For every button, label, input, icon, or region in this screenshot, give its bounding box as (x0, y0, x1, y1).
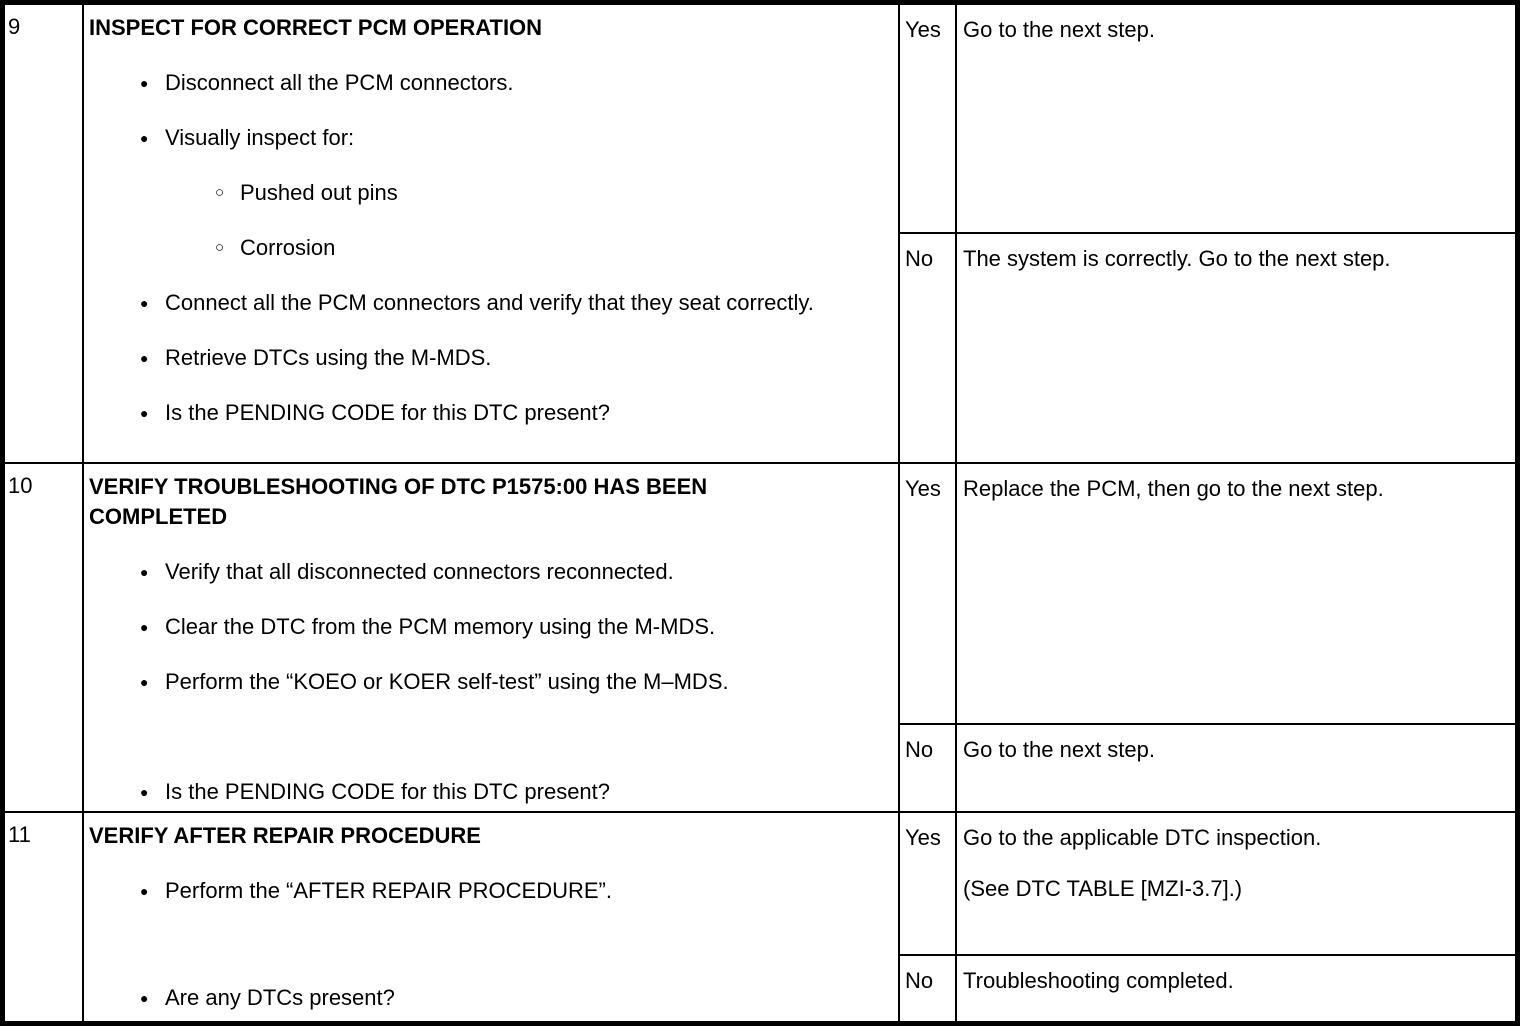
step-row-11: 11 VERIFY AFTER REPAIR PROCEDURE ● Perfo… (5, 811, 1515, 1021)
step-number-cell: 9 (5, 5, 84, 462)
step-number-cell: 10 (5, 464, 84, 811)
yes-action-text: Go to the next step. (963, 17, 1156, 42)
list-item: ● Visually inspect for: (89, 123, 894, 153)
step-row-9: 9 INSPECT FOR CORRECT PCM OPERATION ● Di… (5, 5, 1515, 462)
yes-label-cell: Yes (900, 464, 957, 723)
no-action-text: Go to the next step. (963, 737, 1156, 762)
inspection-cell: INSPECT FOR CORRECT PCM OPERATION ● Disc… (84, 5, 900, 462)
inspection-title: VERIFY TROUBLESHOOTING OF DTC P1575:00 H… (89, 474, 708, 529)
list-item-text: Retrieve DTCs using the M-MDS. (165, 345, 492, 370)
yes-action-text: Replace the PCM, then go to the next ste… (963, 476, 1384, 501)
yes-label: Yes (905, 825, 941, 850)
bullet-icon: ● (140, 990, 149, 1006)
bullet-icon: ● (140, 130, 149, 146)
sub-bullet-icon: ○ (215, 184, 225, 201)
step-number: 10 (8, 473, 33, 498)
list-item-text: Connect all the PCM connectors and verif… (165, 290, 814, 315)
bullet-icon: ● (140, 674, 149, 690)
inspection-cell: VERIFY TROUBLESHOOTING OF DTC P1575:00 H… (84, 464, 900, 811)
no-action-text: The system is correctly. Go to the next … (963, 246, 1391, 271)
list-item-text: Verify that all disconnected connectors … (165, 559, 674, 584)
no-label: No (905, 968, 934, 993)
yes-label-cell: Yes (900, 813, 957, 954)
no-action-cell: The system is correctly. Go to the next … (957, 232, 1515, 462)
yes-label-cell: Yes (900, 5, 957, 232)
no-label: No (905, 246, 934, 271)
list-item: ● Perform the “KOEO or KOER self-test” u… (89, 667, 894, 697)
list-item: ● Perform the “AFTER REPAIR PROCEDURE”. (89, 876, 894, 906)
list-item-text: Is the PENDING CODE for this DTC present… (165, 400, 611, 425)
bullet-icon: ● (140, 564, 149, 580)
list-item-text: Corrosion (240, 235, 336, 260)
yes-label: Yes (905, 17, 941, 42)
no-action-cell: Go to the next step. (957, 723, 1515, 811)
bullet-icon: ● (140, 619, 149, 635)
sub-bullet-icon: ○ (215, 239, 225, 256)
list-item: ● Disconnect all the PCM connectors. (89, 68, 894, 98)
list-item-text: Pushed out pins (240, 180, 398, 205)
yes-action-text: Go to the applicable DTC inspection. (963, 825, 1322, 850)
list-item-text: Clear the DTC from the PCM memory using … (165, 614, 716, 639)
step-number: 9 (8, 14, 21, 39)
list-item: ● Are any DTCs present? (89, 983, 894, 1013)
no-action-cell: Troubleshooting completed. (957, 954, 1515, 1021)
step-number-cell: 11 (5, 813, 84, 1021)
list-item-text: Perform the “KOEO or KOER self-test” usi… (165, 669, 729, 694)
no-label: No (905, 737, 934, 762)
sub-list-item: ○ Pushed out pins (89, 178, 894, 208)
list-item-text: Is the PENDING CODE for this DTC present… (165, 779, 611, 804)
list-item-text: Perform the “AFTER REPAIR PROCEDURE”. (165, 878, 612, 903)
no-action-text: Troubleshooting completed. (963, 968, 1234, 993)
bullet-icon: ● (140, 784, 149, 800)
list-item: ● Is the PENDING CODE for this DTC prese… (89, 777, 894, 807)
no-label-cell: No (900, 723, 957, 811)
bullet-icon: ● (140, 350, 149, 366)
list-item: ● Clear the DTC from the PCM memory usin… (89, 612, 894, 642)
yes-action-cell: Replace the PCM, then go to the next ste… (957, 464, 1515, 723)
bullet-icon: ● (140, 883, 149, 899)
inspection-cell: VERIFY AFTER REPAIR PROCEDURE ● Perform … (84, 813, 900, 1021)
list-item: ● Retrieve DTCs using the M-MDS. (89, 343, 894, 373)
sub-list-item: ○ Corrosion (89, 233, 894, 263)
list-item-text: Visually inspect for: (165, 125, 355, 150)
list-item: ● Verify that all disconnected connector… (89, 557, 894, 587)
inspection-title: INSPECT FOR CORRECT PCM OPERATION (89, 15, 543, 40)
yes-label: Yes (905, 476, 941, 501)
list-item-text: Are any DTCs present? (165, 985, 395, 1010)
bullet-icon: ● (140, 405, 149, 421)
yes-action-note: (See DTC TABLE [MZI-3.7].) (963, 876, 1243, 901)
yes-action-cell: Go to the next step. (957, 5, 1515, 232)
yes-action-cell: Go to the applicable DTC inspection. (Se… (957, 813, 1515, 954)
step-number: 11 (8, 822, 31, 847)
inspection-title: VERIFY AFTER REPAIR PROCEDURE (89, 823, 481, 848)
no-label-cell: No (900, 954, 957, 1021)
no-label-cell: No (900, 232, 957, 462)
step-row-10: 10 VERIFY TROUBLESHOOTING OF DTC P1575:0… (5, 462, 1515, 811)
list-item: ● Connect all the PCM connectors and ver… (89, 288, 894, 318)
list-item-text: Disconnect all the PCM connectors. (165, 70, 514, 95)
bullet-icon: ● (140, 75, 149, 91)
list-item: ● Is the PENDING CODE for this DTC prese… (89, 398, 894, 428)
bullet-icon: ● (140, 295, 149, 311)
